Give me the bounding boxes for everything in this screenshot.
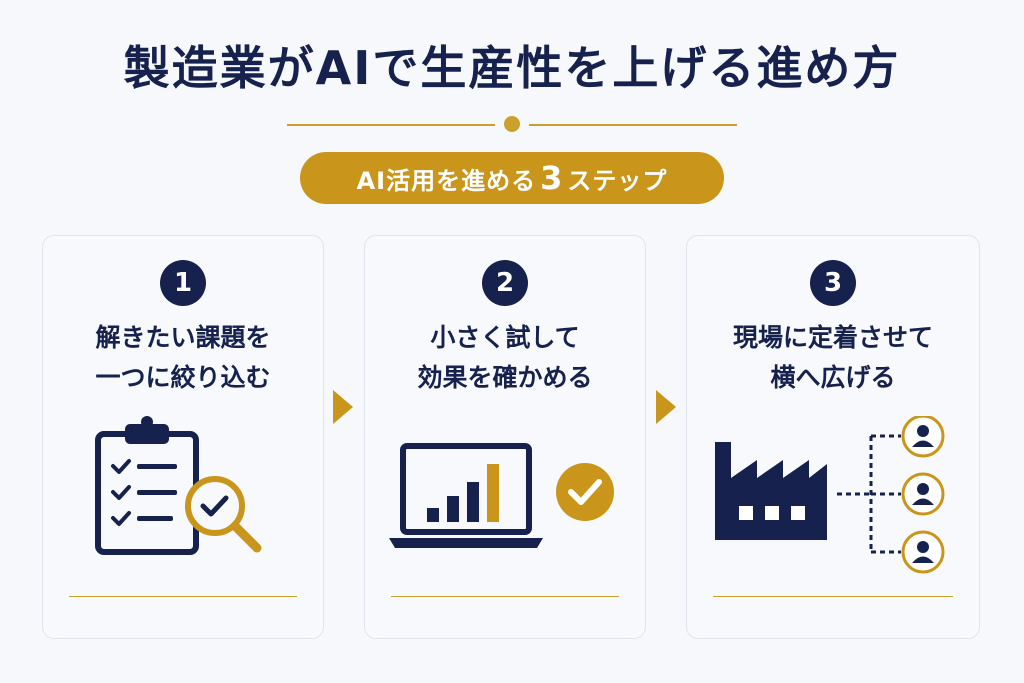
person-icon xyxy=(901,416,945,458)
step-text-3: 現場に定着させて 横へ広げる xyxy=(687,318,979,398)
step-card-2: 2 小さく試して 効果を確かめる xyxy=(364,235,646,639)
step-text-2: 小さく試して 効果を確かめる xyxy=(365,318,645,398)
step-card-2-underline xyxy=(391,596,619,597)
badge-suffix: ステップ xyxy=(567,166,668,195)
step-text-1: 解きたい課題を 一つに絞り込む xyxy=(43,318,323,398)
title-divider-right xyxy=(529,124,737,126)
page-title: 製造業がAIで生産性を上げる進め方 xyxy=(123,41,901,95)
step-number-1: 1 xyxy=(160,260,206,306)
step-3-line-1: 現場に定着させて xyxy=(732,323,933,352)
next-arrow-icon xyxy=(656,390,676,424)
step-1-line-2: 一つに絞り込む xyxy=(95,363,271,392)
step-2-line-1: 小さく試して xyxy=(430,323,580,352)
next-arrow-icon xyxy=(333,390,353,424)
laptop-chart-check-icon xyxy=(389,443,614,548)
step-3-line-2: 横へ広げる xyxy=(770,363,896,392)
person-icon xyxy=(901,472,945,516)
badge-number: 3 xyxy=(540,159,564,197)
step-number-3: 3 xyxy=(810,260,856,306)
step-card-1-underline xyxy=(69,596,297,597)
badge-prefix: AI活用を進める xyxy=(356,166,537,195)
step-2-line-2: 効果を確かめる xyxy=(417,363,593,392)
step-card-1: 1 解きたい課題を 一つに絞り込む xyxy=(42,235,324,639)
step-card-3-underline xyxy=(713,596,953,597)
title-divider-dot xyxy=(504,116,520,132)
factory-people-icon xyxy=(715,416,945,574)
steps-badge: AI活用を進める 3 ステップ xyxy=(300,152,724,204)
step-card-3: 3 現場に定着させて 横へ広げる xyxy=(686,235,980,639)
step-1-line-1: 解きたい課題を xyxy=(95,323,271,352)
step-number-2: 2 xyxy=(482,260,528,306)
title-divider-left xyxy=(287,124,495,126)
person-icon xyxy=(901,530,945,574)
clipboard-magnifier-icon xyxy=(95,416,262,555)
